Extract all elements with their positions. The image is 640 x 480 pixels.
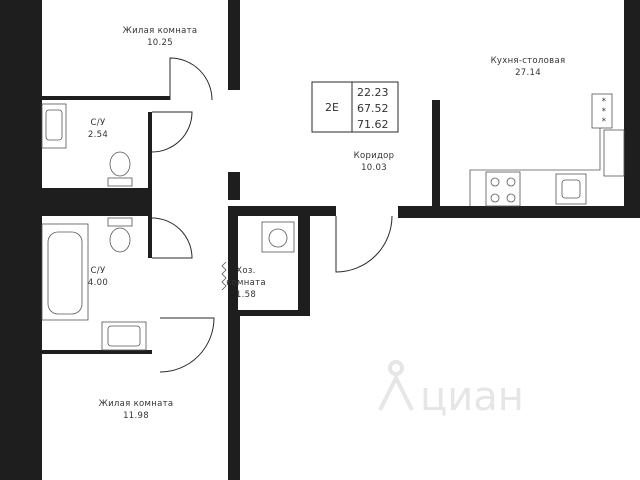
- top-room-bottom-wall: [42, 96, 170, 100]
- burner-4: [506, 193, 516, 203]
- washing-machine-drum: [268, 228, 288, 248]
- fridge-markings-3: *: [602, 117, 607, 127]
- kitchen-left-wall: [432, 100, 440, 212]
- kitchen-sink-bowl: [561, 179, 581, 199]
- doors: [151, 57, 393, 373]
- room-labels: Жилая комната 10.25 С/У 2.54 С/У 4.00 Жи…: [88, 26, 565, 421]
- bottom-room-right-wall: [228, 316, 240, 480]
- storage-right-wall: [298, 216, 310, 314]
- fridge-markings: *: [602, 97, 607, 107]
- room-name-kitchen: Кухня-столовая: [491, 56, 566, 66]
- corridor-left-column: [228, 172, 240, 200]
- toilet-top-bowl: [109, 151, 131, 177]
- kitchen-bottom-wall: [398, 206, 640, 218]
- kitchen-cabinet: [603, 129, 625, 177]
- door-top-room: [169, 57, 213, 101]
- apartment-info: 2E 22.23 67.52 71.62: [311, 81, 399, 133]
- toilet-top-tank: [107, 177, 133, 187]
- bathtub-inner: [47, 231, 83, 315]
- room-area-storage: 1.58: [236, 290, 256, 300]
- fridge: [591, 93, 613, 129]
- room-area-living-bottom: 11.98: [123, 411, 149, 421]
- storage-bottom-wall: [228, 310, 310, 316]
- stove: [485, 171, 521, 207]
- bath-top-right-wall: [148, 112, 152, 190]
- sink-bottom-bowl: [107, 325, 141, 347]
- door-bath-bottom: [151, 217, 193, 259]
- kitchen-counter: [469, 96, 601, 206]
- room-name-living-bottom: Жилая комната: [99, 399, 174, 409]
- apartment-area-total: 67.52: [357, 102, 389, 115]
- apartment-area-living: 22.23: [357, 86, 389, 99]
- room-area-bath-bottom: 4.00: [88, 278, 108, 288]
- watermark: циан: [378, 360, 524, 420]
- fixtures: * * *: [41, 93, 625, 351]
- room-name-living-top: Жилая комната: [123, 26, 198, 36]
- burner-2: [506, 177, 516, 187]
- burner-3: [490, 193, 500, 203]
- info-box: [311, 81, 399, 133]
- room-name-storage-2: комната: [226, 278, 266, 288]
- cian-logo-icon: [378, 360, 414, 411]
- bath-bottom-wall: [42, 350, 152, 354]
- fridge-markings-2: *: [602, 107, 607, 117]
- bath-bottom-right-wall: [148, 216, 152, 258]
- door-corridor-right: [335, 215, 393, 273]
- door-storage-accordion: [221, 261, 227, 291]
- room-area-living-top: 10.25: [147, 38, 173, 48]
- bath-divider-wall: [42, 188, 152, 216]
- door-bottom-room: [159, 317, 215, 373]
- watermark-text: циан: [420, 374, 524, 420]
- room-area-bath-top: 2.54: [88, 130, 108, 140]
- storage-top-wall-left: [228, 206, 336, 216]
- apartment-code: 2E: [325, 101, 339, 114]
- room-name-storage-1: Хоз.: [236, 266, 255, 276]
- burner-1: [490, 177, 500, 187]
- toilet-bottom-bowl: [109, 227, 131, 253]
- toilet-bottom-tank: [107, 217, 133, 227]
- room-name-bath-bottom: С/У: [91, 266, 106, 276]
- room-area-corridor: 10.03: [361, 163, 387, 173]
- room-name-bath-top: С/У: [91, 118, 106, 128]
- sink-top-bowl: [45, 109, 63, 141]
- door-bath-top: [151, 111, 193, 153]
- top-room-right-wall: [228, 0, 240, 90]
- apartment-area-full: 71.62: [357, 118, 389, 131]
- left-outer-wall: [0, 0, 42, 480]
- room-area-kitchen: 27.14: [515, 68, 541, 78]
- storage-left-wall: [228, 206, 238, 310]
- right-outer-wall-segment: [624, 0, 640, 208]
- room-name-corridor: Коридор: [354, 151, 395, 161]
